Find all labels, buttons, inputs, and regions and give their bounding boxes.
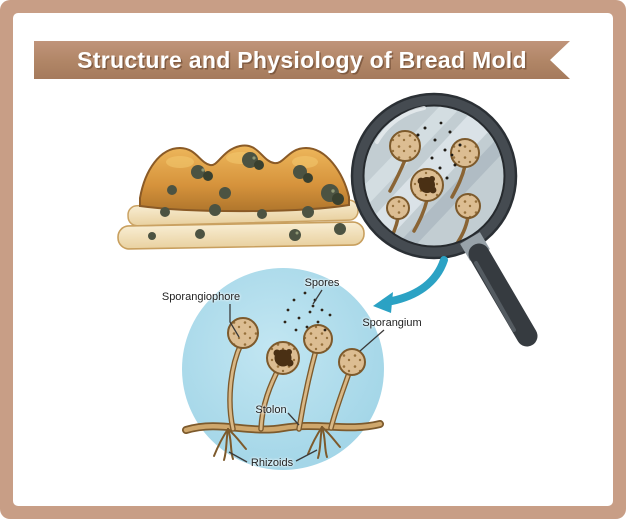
sporangium-connector [359,329,385,352]
sporangiophore-connector [229,304,240,338]
lens-ring [350,92,518,260]
bread-slice-bottom [117,221,365,250]
lens-handle [460,232,538,347]
page-title: Structure and Physiology of Bread Mold [77,46,527,73]
spores-connector [312,289,323,305]
lens-glass [363,105,505,247]
stolon-drawing [182,420,384,434]
mold-structure-diagram [182,268,384,470]
stolon-connector [287,412,300,426]
lens-spore-specks [416,121,462,180]
released-spore-specks [283,291,332,332]
label-spores: Spores [304,277,340,289]
rhizoids-drawing [213,426,341,461]
bread-illustration [117,144,365,250]
magnifying-glass-icon [350,92,538,347]
burst-sporangium-center [273,349,294,367]
label-connector-lines [228,289,385,463]
label-sporangiophore: Sporangiophore [161,291,241,303]
label-stolon: Stolon [255,404,287,416]
title-banner: Structure and Physiology of Bread Mold [34,41,570,79]
lens-burst-sporangium-center [417,176,437,194]
rhizoids-connector-left [228,451,248,463]
rhizoids-connector-right [295,449,318,462]
mold-spots [148,152,346,241]
zoom-arrow-icon [373,256,448,313]
label-sporangium: Sporangium [362,317,422,329]
sporangia [227,317,366,376]
lens-sporangia [386,130,481,220]
label-rhizoids: Rhizoids [250,457,294,469]
